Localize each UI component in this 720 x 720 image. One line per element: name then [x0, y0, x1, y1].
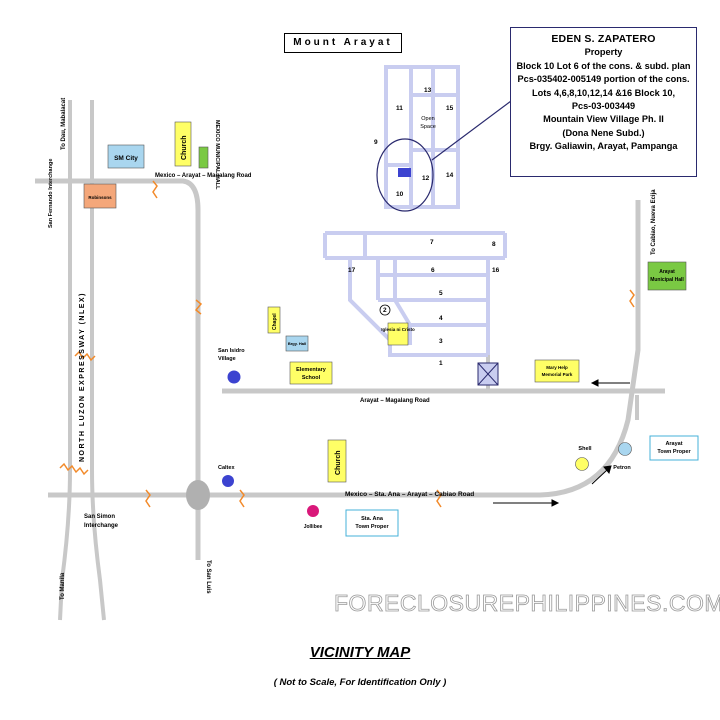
jollibee-label: Jollibee	[304, 524, 323, 530]
block-17: 17	[348, 267, 356, 274]
arayat-hall-box	[647, 261, 687, 291]
info-line-4: Lots 4,6,8,10,12,14 &16 Block 10,	[532, 87, 675, 98]
nlex-road	[58, 100, 106, 621]
block-15: 15	[446, 105, 454, 112]
mary-help-box	[534, 359, 580, 383]
mexico-sta-ana-label: Mexico – Sta. Ana – Arayat – Cabiao Road	[345, 491, 474, 498]
chapel-box	[267, 306, 281, 334]
road-break-marks	[59, 180, 635, 508]
shell-marker	[575, 457, 589, 471]
arayat-town-box	[649, 435, 699, 461]
block-3: 3	[439, 338, 443, 345]
info-line-1: Property	[584, 47, 623, 58]
church-bottom-box	[327, 439, 347, 483]
to-cabiao-label: To Cabiao, Nueva Ecija	[651, 189, 657, 255]
block-5: 5	[439, 290, 443, 297]
block-7: 7	[430, 239, 434, 246]
block-11: 11	[396, 105, 403, 112]
block-1: 1	[439, 360, 443, 367]
info-line-7: (Dona Nene Subd.)	[562, 127, 645, 138]
nlex-label: NORTH LUZON EXPRESSWAY (NLEX)	[79, 292, 86, 462]
mount-arayat-label: Mount Arayat	[284, 33, 402, 53]
san-isidro-marker	[227, 370, 241, 384]
to-manila-label: To Manila	[60, 572, 66, 600]
info-line-8: Brgy. Galiawin, Arayat, Pampanga	[529, 141, 678, 152]
municipal-hall-label: MEXICO MUNICIPAL HALL	[214, 120, 220, 190]
block-12: 12	[422, 175, 430, 182]
watermark: FORECLOSUREPHILIPPINES.COM	[334, 590, 720, 617]
mexico-arayat-magalang-road	[35, 178, 201, 495]
block-9: 9	[374, 139, 378, 146]
mexico-sta-ana-road	[48, 200, 641, 498]
info-line-2: Block 10 Lot 6 of the cons. & subd. plan	[516, 60, 691, 71]
property-pointer-line	[431, 97, 516, 161]
petron-marker	[618, 442, 632, 456]
map-subtitle: ( Not to Scale, For Identification Only …	[273, 677, 447, 688]
sm-city-box	[107, 144, 145, 169]
sta-ana-box	[345, 509, 399, 537]
block-6: 6	[431, 267, 435, 274]
caltex-marker	[222, 475, 234, 487]
property-circle	[376, 138, 434, 212]
block-4: 4	[439, 315, 443, 322]
block-13: 13	[424, 87, 432, 94]
map-title: VICINITY MAP	[0, 644, 720, 661]
iglesia-box	[387, 322, 409, 346]
property-info-box: EDEN S. ZAPATERO Property Block 10 Lot 6…	[510, 27, 697, 177]
block-2: 2	[383, 307, 387, 314]
elementary-school-box	[289, 361, 333, 385]
robinsons-label: Robinsons	[88, 195, 112, 200]
jollibee-marker	[307, 505, 319, 517]
info-line-6: Mountain View Village Ph. II	[543, 114, 664, 125]
iglesia-label: Iglesia ni Cristo	[381, 327, 415, 332]
info-line-5: Pcs-03-003449	[571, 101, 636, 112]
chapel-label: Chapel	[272, 313, 278, 330]
block-16: 16	[492, 267, 500, 274]
shell-label: Shell	[578, 446, 592, 452]
info-line-3: Pcs-035402-005149 portion of the cons.	[517, 74, 690, 85]
municipal-hall-box	[198, 146, 209, 169]
subdivision-layout	[323, 65, 507, 357]
block-14: 14	[446, 172, 454, 179]
to-san-luis-label: To San Luis	[205, 560, 211, 594]
property-marker[interactable]	[398, 168, 411, 177]
block-2-marker	[379, 304, 391, 316]
church-top-box	[174, 121, 192, 167]
church-bottom-label: Church	[335, 451, 342, 476]
mexico-arayat-magalang-label: Mexico – Arayat – Magalang Road	[155, 173, 252, 179]
robinsons-box	[83, 183, 117, 209]
roundabout	[186, 480, 210, 510]
gate-icon	[477, 362, 499, 386]
owner-name: EDEN S. ZAPATERO	[551, 33, 656, 45]
block-8: 8	[492, 241, 496, 248]
map-title-text: VICINITY MAP	[309, 644, 411, 661]
direction-arrows	[493, 379, 630, 507]
arayat-magalang-label: Arayat – Magalang Road	[360, 398, 430, 404]
sm-city-label: SM City	[114, 155, 138, 162]
san-fernando-label: San Fernando Interchange	[48, 159, 54, 228]
caltex-label: Caltex	[218, 465, 235, 471]
church-top-label: Church	[181, 136, 188, 161]
block-10: 10	[396, 191, 404, 198]
petron-label: Petron	[613, 465, 631, 471]
to-dau-label: To Dau, Mabalacat	[61, 98, 67, 150]
brgy-hall-label: Brgy. Hall	[288, 341, 306, 346]
brgy-hall-box	[285, 335, 309, 352]
